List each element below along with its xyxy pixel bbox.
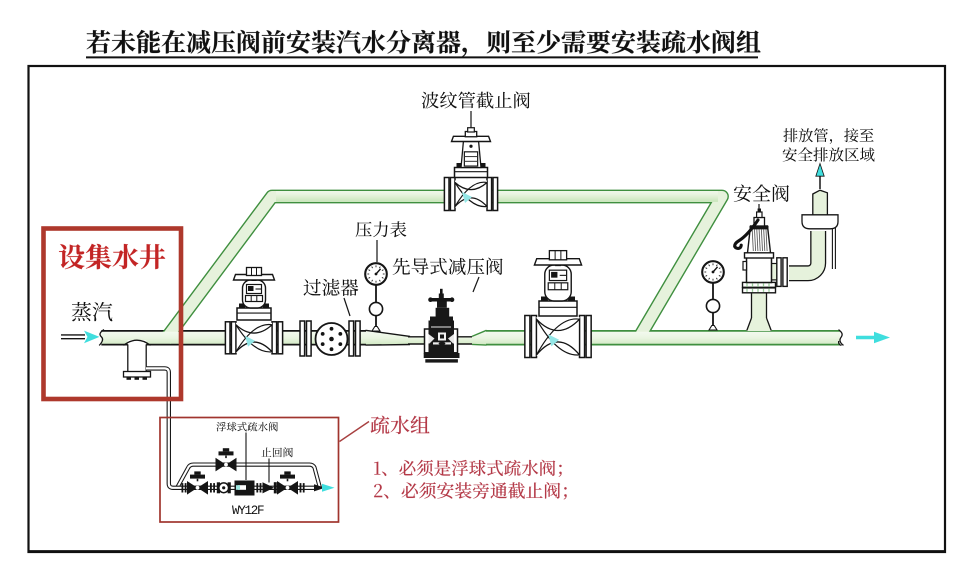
svg-text:WY12F: WY12F: [232, 504, 264, 518]
